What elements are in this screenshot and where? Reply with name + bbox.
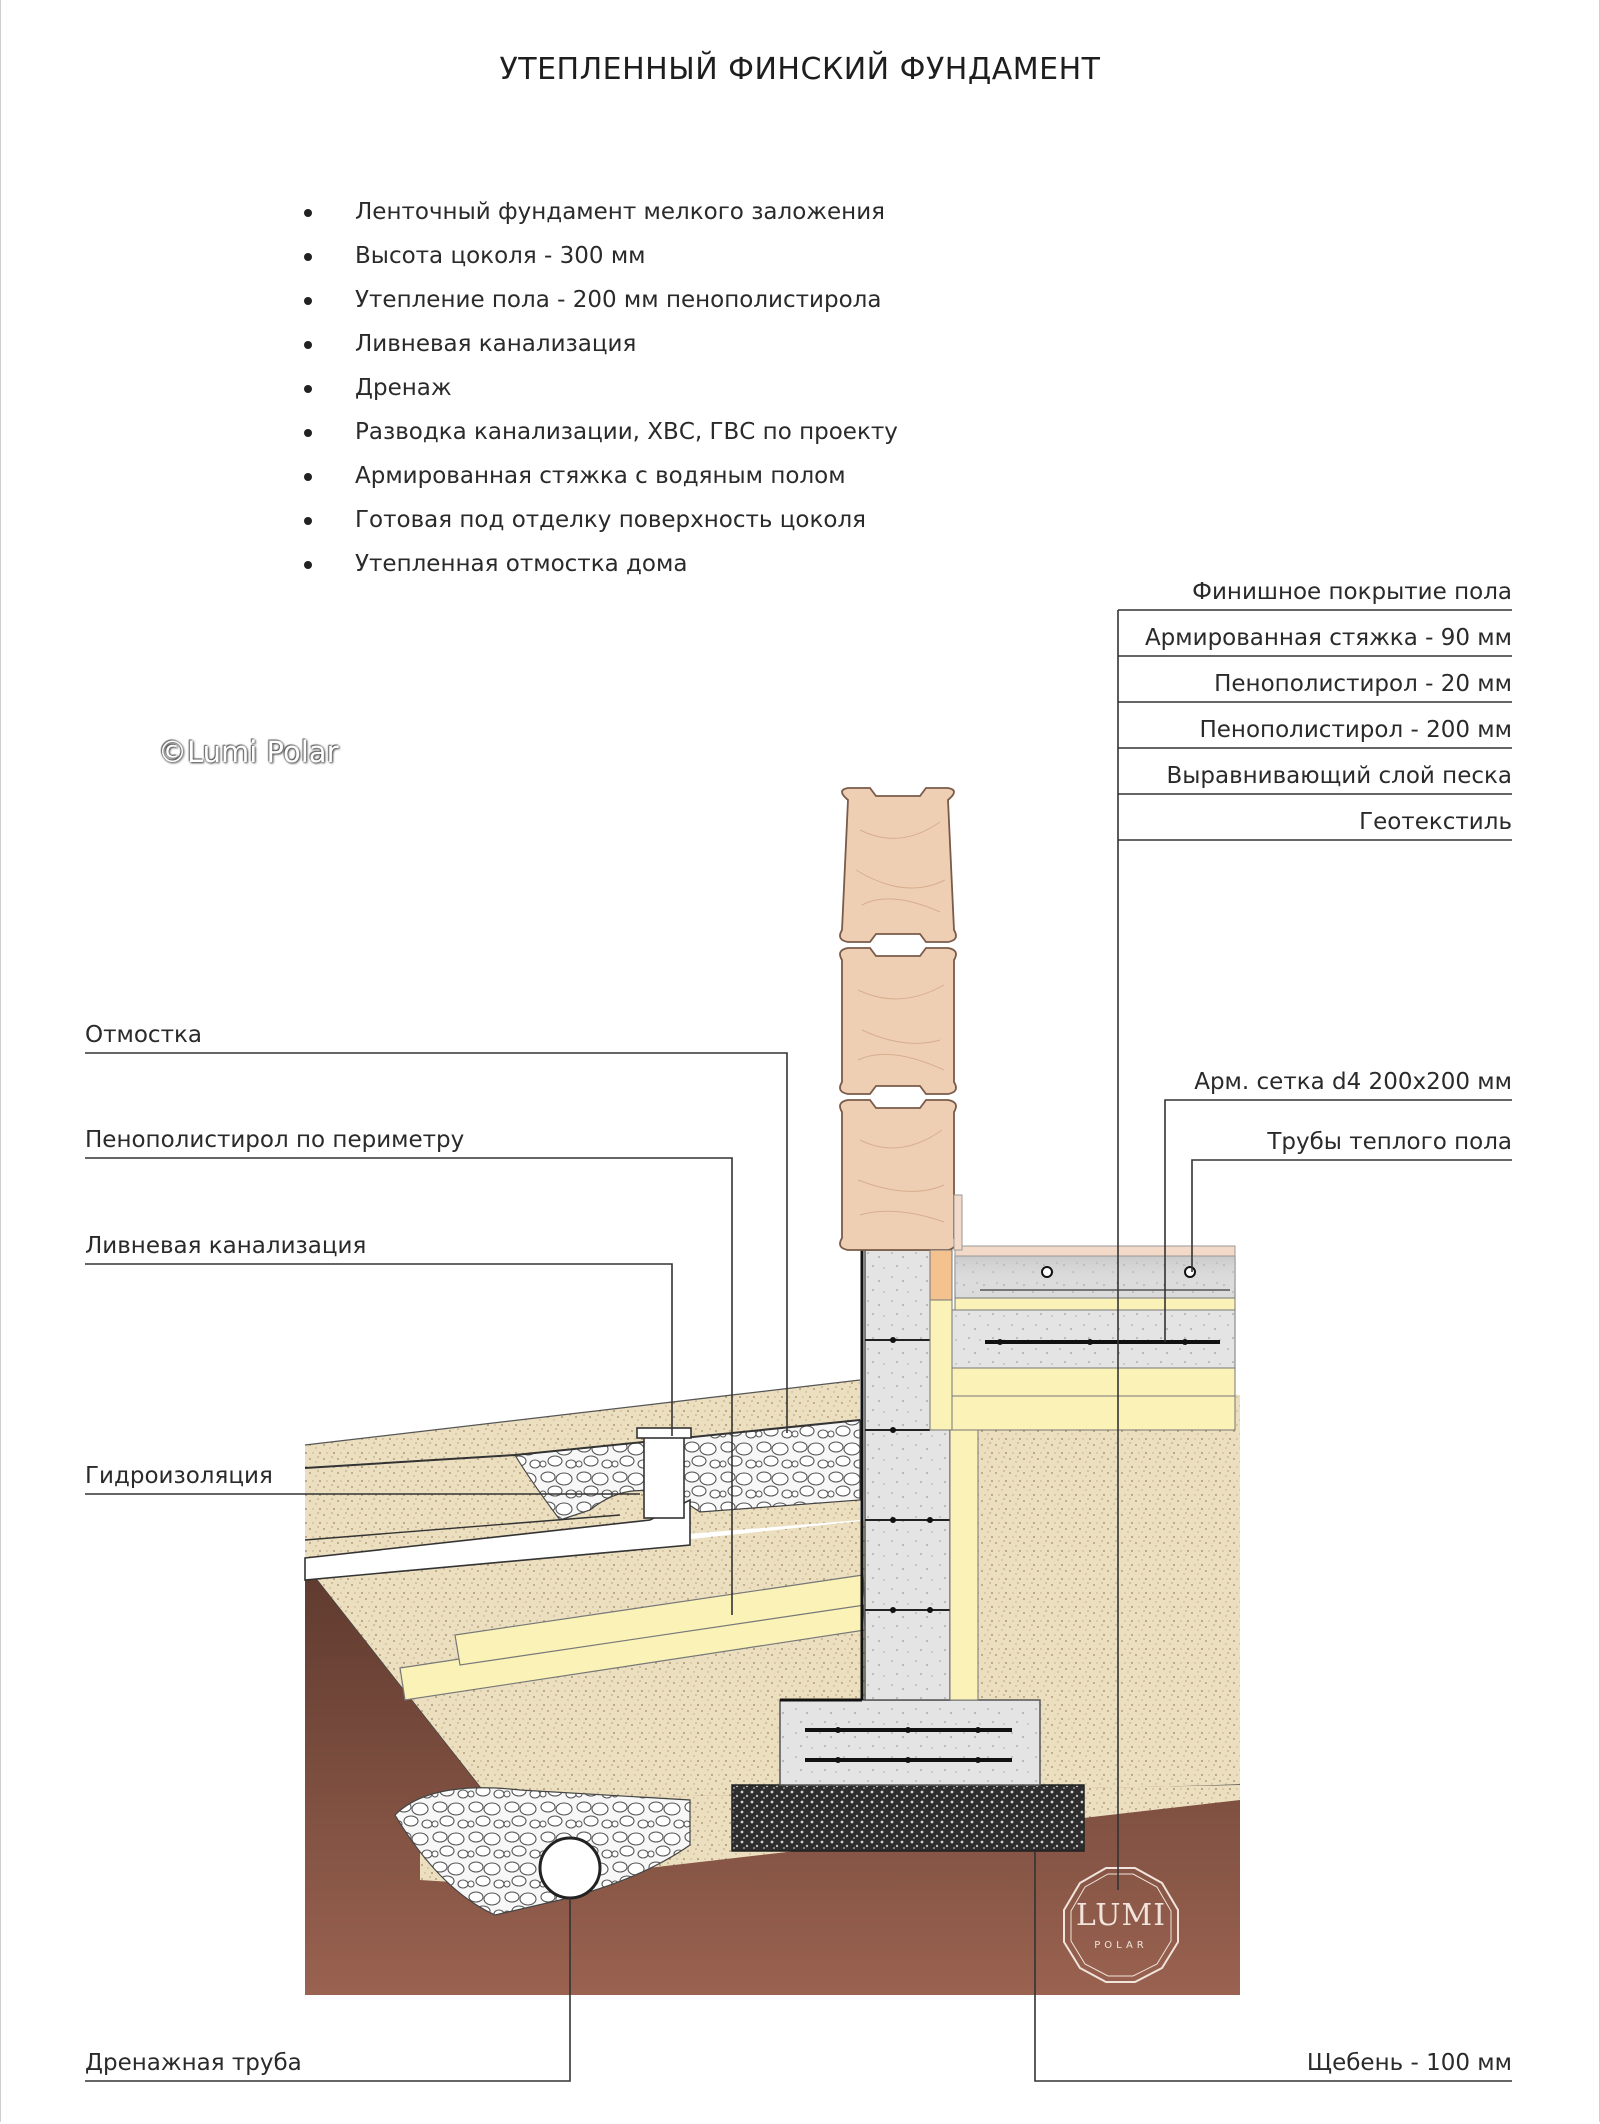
list-item: Готовая под отделку поверхность цоколя bbox=[300, 498, 898, 542]
label-leveling-sand: Выравнивающий слой песка bbox=[1166, 763, 1512, 789]
eps-20-layer bbox=[954, 1297, 1236, 1311]
list-item: Высота цоколя - 300 мм bbox=[300, 234, 898, 278]
list-item: Ленточный фундамент мелкого заложения bbox=[300, 190, 898, 234]
list-item: Дренаж bbox=[300, 366, 898, 410]
timber-wall bbox=[839, 787, 957, 1251]
label-waterproofing: Гидроизоляция bbox=[85, 1463, 273, 1489]
label-reinforced-screed: Армированная стяжка - 90 мм bbox=[1144, 625, 1512, 651]
heating-pipe bbox=[1184, 1266, 1196, 1278]
lumi-polar-logo bbox=[1063, 1867, 1179, 1983]
label-finish-floor: Финишное покрытие пола bbox=[1192, 579, 1512, 605]
gravel-cushion bbox=[731, 1784, 1085, 1852]
label-gravel: Щебень - 100 мм bbox=[1306, 2050, 1512, 2076]
label-eps-200: Пенополистирол - 200 мм bbox=[1199, 717, 1512, 743]
blind-area-pebbles bbox=[513, 1419, 861, 1521]
eps-200-layer-lower bbox=[951, 1395, 1236, 1431]
label-perimeter-eps: Пенополистирол по периметру bbox=[85, 1127, 465, 1153]
list-item: Разводка канализации, ХВС, ГВС по проект… bbox=[300, 410, 898, 454]
drainage-pebble-bed bbox=[394, 1787, 691, 1916]
label-eps-20: Пенополистирол - 20 мм bbox=[1214, 671, 1512, 697]
label-geotextile: Геотекстиль bbox=[1359, 809, 1512, 835]
logo-text-top: LUMI bbox=[1075, 1898, 1167, 1933]
logo-text-bottom: POLAR bbox=[1094, 1940, 1148, 1951]
label-storm-drain: Ливневая канализация bbox=[85, 1233, 367, 1259]
drain-pipe bbox=[538, 1836, 602, 1900]
label-heating-pipes: Трубы теплого пола bbox=[1267, 1129, 1512, 1155]
wall-eps-lower bbox=[949, 1429, 979, 1701]
copyright-watermark: ©Lumi Polar bbox=[158, 735, 339, 769]
label-drain-pipe: Дренажная труба bbox=[85, 2050, 302, 2076]
heating-pipe bbox=[1041, 1266, 1053, 1278]
label-blind-area: Отмостка bbox=[85, 1022, 202, 1048]
storm-drain-channel bbox=[304, 1498, 691, 1581]
feature-list: Ленточный фундамент мелкого заложения Вы… bbox=[300, 190, 898, 586]
list-item: Армированная стяжка с водяным полом bbox=[300, 454, 898, 498]
eps-200-layer-upper bbox=[951, 1367, 1236, 1397]
list-item: Утепленная отмостка дома bbox=[300, 542, 898, 586]
strip-footing bbox=[779, 1699, 1041, 1786]
label-mesh: Арм. сетка d4 200х200 мм bbox=[1194, 1069, 1512, 1095]
storm-drain-riser bbox=[643, 1435, 685, 1519]
list-item: Ливневая канализация bbox=[300, 322, 898, 366]
finish-floor-layer bbox=[954, 1245, 1236, 1257]
screed-lower bbox=[951, 1309, 1236, 1369]
page-title: УТЕПЛЕННЫЙ ФИНСКИЙ ФУНДАМЕНТ bbox=[499, 52, 1101, 87]
list-item: Утепление пола - 200 мм пенополистирола bbox=[300, 278, 898, 322]
